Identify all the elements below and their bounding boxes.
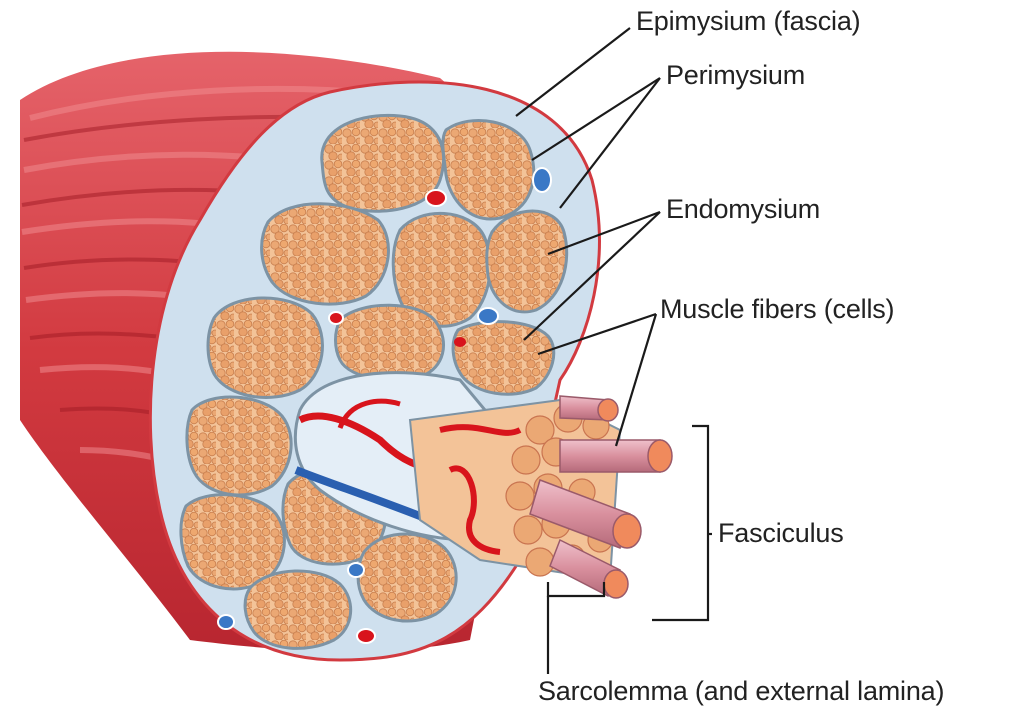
label-muscle-fibers: Muscle fibers (cells) [660,294,894,325]
label-perimysium: Perimysium [666,60,805,91]
label-sarcolemma: Sarcolemma (and external lamina) [538,676,944,707]
fiber-end [604,570,628,598]
epimysium-leader [516,28,630,116]
label-epimysium: Epimysium (fascia) [636,6,860,37]
fiber-end [613,514,641,548]
fiber-end [648,440,672,472]
label-endomysium: Endomysium [666,194,820,225]
fiber-end [598,399,618,421]
label-fasciculus: Fasciculus [718,518,844,549]
fibers-leader-2 [616,314,656,446]
